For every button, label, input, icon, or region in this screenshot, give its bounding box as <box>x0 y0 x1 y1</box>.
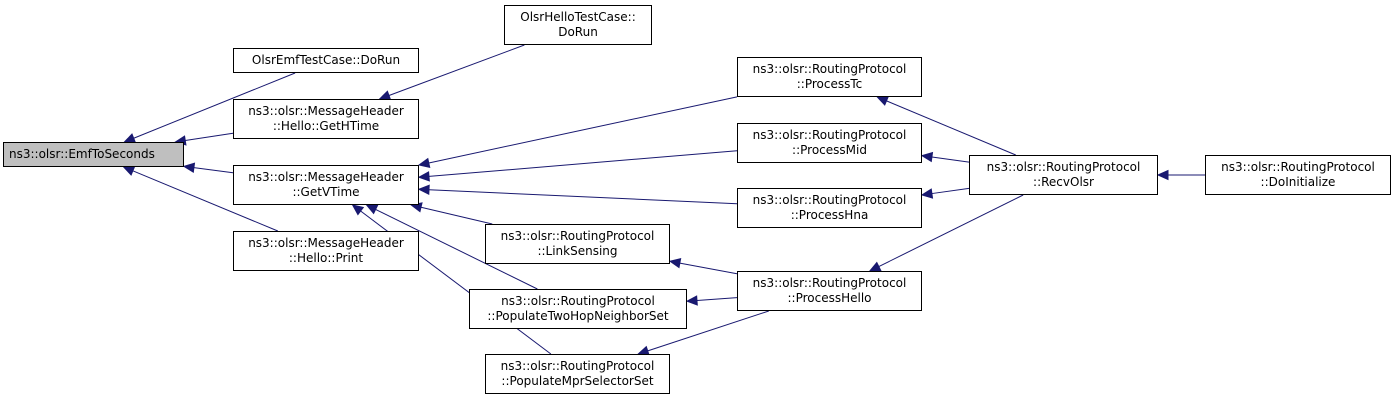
arrowhead-icon <box>122 166 136 176</box>
arrowhead-icon <box>365 204 379 215</box>
node-message-header-get-v-time[interactable]: ns3::olsr::MessageHeader ::GetVTime <box>233 165 419 205</box>
call-edge-process_hello-to-populate_mpr_selector <box>647 310 769 352</box>
node-routing-protocol-link-sensing[interactable]: ns3::olsr::RoutingProtocol ::LinkSensing <box>485 224 670 264</box>
arrowhead-icon <box>685 295 698 306</box>
call-edge-recv_olsr-to-process_hello <box>878 194 1024 268</box>
node-routing-protocol-process-hna[interactable]: ns3::olsr::RoutingProtocol ::ProcessHna <box>737 188 922 228</box>
node-routing-protocol-recv-olsr[interactable]: ns3::olsr::RoutingProtocol ::RecvOlsr <box>969 155 1158 195</box>
arrowhead-icon <box>668 257 682 269</box>
node-label-line: ns3::olsr::RoutingProtocol <box>752 276 907 290</box>
node-label-line: ::ProcessMid <box>792 143 867 157</box>
node-label-line: ::PopulateMprSelectorSet <box>501 374 654 388</box>
call-edge-link_sensing-to-get_v_time <box>420 206 493 225</box>
node-label-line: ns3::olsr::RoutingProtocol <box>752 193 907 207</box>
node-label-line: ::Hello::GetHTime <box>272 119 380 133</box>
arrowhead-icon <box>868 261 882 272</box>
arrowhead-icon <box>417 184 430 195</box>
node-routing-protocol-process-hello[interactable]: ns3::olsr::RoutingProtocol ::ProcessHell… <box>737 271 922 311</box>
arrowhead-icon <box>182 162 196 173</box>
arrowhead-icon <box>920 188 934 199</box>
arrowhead-icon <box>351 204 365 216</box>
node-message-header-hello-print[interactable]: ns3::olsr::MessageHeader ::Hello::Print <box>233 231 419 271</box>
call-edge-hello_test_do_run-to-hello_get_h_time <box>388 44 525 96</box>
call-edge-populate_two_hop-to-get_v_time <box>375 208 538 290</box>
node-label-line: ::ProcessTc <box>796 77 863 91</box>
arrowhead-icon <box>417 171 430 182</box>
node-routing-protocol-populate-two-hop-neighbor-set[interactable]: ns3::olsr::RoutingProtocol ::PopulateTwo… <box>469 289 687 329</box>
node-label-line: ns3::olsr::RoutingProtocol <box>752 62 907 76</box>
node-label-line: ns3::olsr::RoutingProtocol <box>1221 160 1375 174</box>
node-label-line: ns3::olsr::MessageHeader <box>248 170 404 184</box>
node-label-line: ns3::olsr::MessageHeader <box>248 236 404 250</box>
node-label-line: ns3::olsr::EmfToSeconds <box>9 147 155 161</box>
call-edge-process_hello-to-populate_two_hop <box>696 297 738 301</box>
call-edge-hello_print-to-emf_to_seconds <box>132 170 279 232</box>
call-edge-process_mid-to-get_v_time <box>428 150 738 177</box>
arrowhead-icon <box>876 96 889 106</box>
arrowhead-icon <box>1156 169 1169 181</box>
node-label-line: ns3::olsr::RoutingProtocol <box>500 359 655 373</box>
call-edge-process_tc-to-get_v_time <box>428 96 738 164</box>
arrowhead-icon <box>920 151 934 163</box>
node-label-line: OlsrEmfTestCase::DoRun <box>251 53 401 67</box>
node-label-line: ::RecvOlsr <box>1033 175 1094 189</box>
call-edge-recv_olsr-to-process_tc <box>886 100 1016 156</box>
node-label-line: ::Hello::Print <box>288 251 364 265</box>
node-routing-protocol-process-tc[interactable]: ns3::olsr::RoutingProtocol ::ProcessTc <box>737 57 922 97</box>
call-edge-process_hna-to-get_v_time <box>428 189 738 205</box>
call-edge-emf_test_do_run-to-emf_to_seconds <box>133 72 296 139</box>
node-label-line: ::DoInitialize <box>1260 175 1336 189</box>
call-edge-get_v_time-to-emf_to_seconds <box>193 167 234 174</box>
node-label-line: ns3::olsr::RoutingProtocol <box>500 229 655 243</box>
node-olsr-hello-test-case-do-run[interactable]: OlsrHelloTestCase:: DoRun <box>504 5 652 45</box>
call-edge-recv_olsr-to-process_hna <box>931 187 970 195</box>
node-label-line: ns3::olsr::RoutingProtocol <box>752 128 907 142</box>
node-label-line: ::ProcessHello <box>787 291 872 305</box>
node-label-line: OlsrHelloTestCase:: <box>520 10 636 24</box>
node-label-line: ::ProcessHna <box>790 208 869 222</box>
node-label-line: ::PopulateTwoHopNeighborSet <box>487 309 669 323</box>
call-edge-hello_get_h_time-to-emf_to_seconds <box>185 132 234 141</box>
node-message-header-hello-get-h-time[interactable]: ns3::olsr::MessageHeader ::Hello::GetHTi… <box>233 99 419 139</box>
node-label-line: DoRun <box>558 25 598 39</box>
call-edge-process_hello-to-link_sensing <box>679 262 738 275</box>
call-edge-recv_olsr-to-process_mid <box>931 156 970 163</box>
node-routing-protocol-process-mid[interactable]: ns3::olsr::RoutingProtocol ::ProcessMid <box>737 123 922 163</box>
node-label-line: ::LinkSensing <box>537 244 618 258</box>
node-emf-to-seconds[interactable]: ns3::olsr::EmfToSeconds <box>3 142 184 167</box>
node-label-line: ns3::olsr::RoutingProtocol <box>986 160 1141 174</box>
node-routing-protocol-populate-mpr-selector-set[interactable]: ns3::olsr::RoutingProtocol ::PopulateMpr… <box>485 354 670 394</box>
node-label-line: ns3::olsr::MessageHeader <box>248 104 404 118</box>
arrowhead-icon <box>417 157 431 169</box>
node-olsr-emf-test-case-do-run[interactable]: OlsrEmfTestCase::DoRun <box>233 48 419 73</box>
node-label-line: ns3::olsr::RoutingProtocol <box>501 294 655 308</box>
node-label-line: ::GetVTime <box>292 185 360 199</box>
node-routing-protocol-do-initialize[interactable]: ns3::olsr::RoutingProtocol ::DoInitializ… <box>1205 155 1391 195</box>
